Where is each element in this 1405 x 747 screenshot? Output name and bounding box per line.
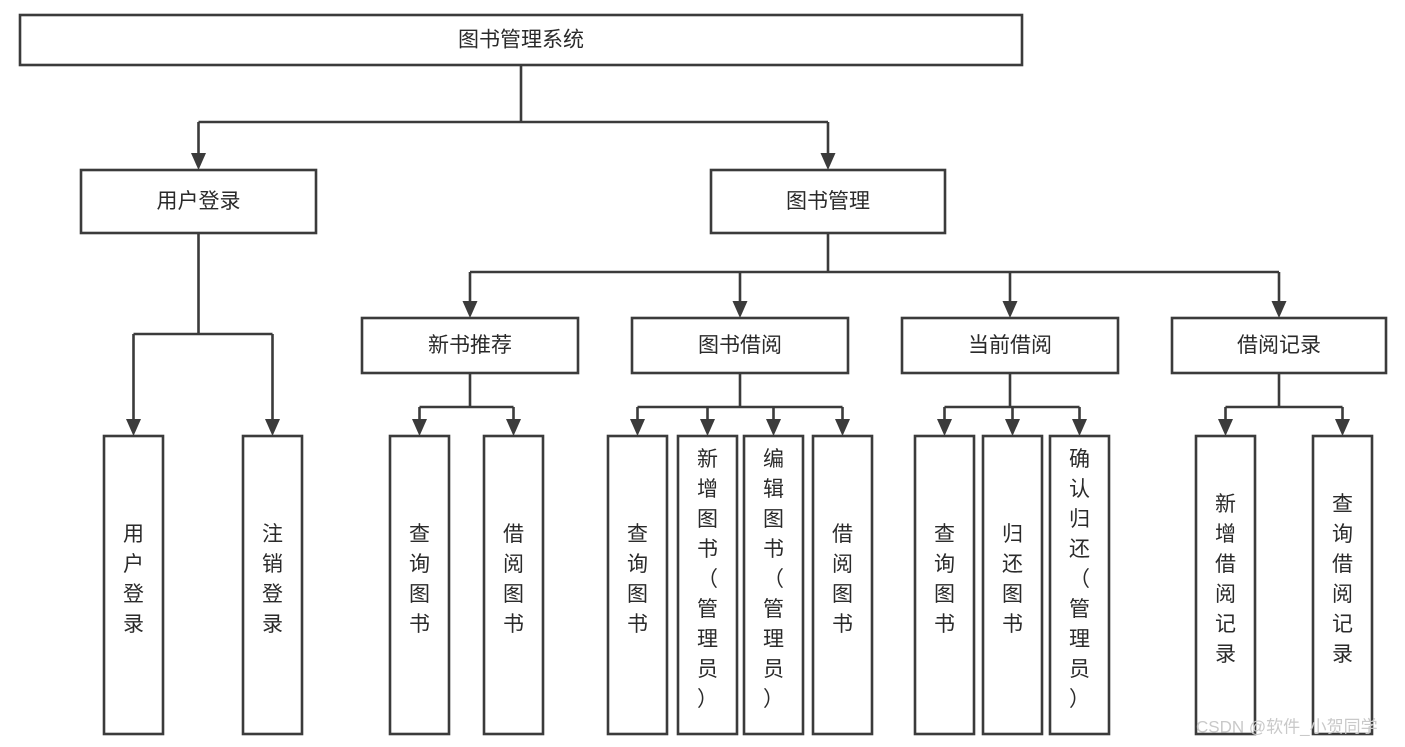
node-book-borrow[interactable]: 图书借阅 [630, 316, 850, 375]
node-box-new-book-recommend[interactable] [360, 316, 580, 375]
node-records-query[interactable]: 查询借阅记录 [1311, 434, 1374, 736]
node-box-book-management[interactable] [709, 168, 947, 235]
connector-arrowhead [1271, 301, 1287, 318]
node-borrow-edit-book[interactable]: 编辑图书（管理员） [742, 434, 805, 736]
node-label-user-login-do: 用户登录 [123, 523, 144, 636]
node-label-new-book-recommend: 新书推荐 [428, 334, 512, 357]
node-box-borrow-records[interactable] [1170, 316, 1388, 375]
node-recommend-query-book[interactable]: 查询图书 [388, 434, 451, 736]
node-recommend-borrow-book[interactable]: 借阅图书 [482, 434, 545, 736]
connectors-layer [126, 65, 1350, 436]
node-box-borrow-add-book[interactable] [676, 434, 739, 736]
node-label-borrow-records: 借阅记录 [1237, 334, 1321, 357]
csdn-watermark: CSDN @软件_小贺同学 [1196, 717, 1378, 736]
connector-arrowhead [820, 153, 836, 170]
node-root[interactable]: 图书管理系统 [18, 13, 1024, 67]
connector-arrowhead [1002, 301, 1018, 318]
node-label-recommend-query-book: 查询图书 [409, 523, 430, 636]
connector-arrowhead [835, 419, 850, 436]
node-label-root: 图书管理系统 [458, 29, 584, 52]
node-records-add[interactable]: 新增借阅记录 [1194, 434, 1257, 736]
node-user-login[interactable]: 用户登录 [79, 168, 318, 235]
node-box-records-query[interactable] [1311, 434, 1374, 736]
node-label-user-logout: 注销登录 [262, 523, 283, 636]
node-new-book-recommend[interactable]: 新书推荐 [360, 316, 580, 375]
node-label-book-borrow: 图书借阅 [698, 334, 782, 357]
node-current-borrow[interactable]: 当前借阅 [900, 316, 1120, 375]
connector-arrowhead [126, 419, 141, 436]
connector-arrowhead [462, 301, 478, 318]
node-box-current-query-book[interactable] [913, 434, 976, 736]
connector-arrowhead [766, 419, 781, 436]
node-box-current-return-book[interactable] [981, 434, 1044, 736]
connector-arrowhead [732, 301, 748, 318]
node-current-return-book[interactable]: 归还图书 [981, 434, 1044, 736]
node-box-borrow-query-book[interactable] [606, 434, 669, 736]
connector-arrowhead [265, 419, 280, 436]
node-box-user-login[interactable] [79, 168, 318, 235]
node-label-current-query-book: 查询图书 [934, 523, 955, 636]
node-label-book-management: 图书管理 [786, 190, 870, 213]
node-box-borrow-edit-book[interactable] [742, 434, 805, 736]
node-label-records-add: 新增借阅记录 [1215, 493, 1236, 666]
node-box-user-logout[interactable] [241, 434, 304, 736]
connector-arrowhead [630, 419, 645, 436]
connector-arrowhead [1218, 419, 1233, 436]
node-user-login-do[interactable]: 用户登录 [102, 434, 165, 736]
node-label-borrow-add-book: 新增图书（管理员） [697, 448, 718, 711]
connector-arrowhead [1005, 419, 1020, 436]
node-current-query-book[interactable]: 查询图书 [913, 434, 976, 736]
node-label-current-confirm-return: 确认归还（管理员） [1069, 448, 1090, 711]
connector-arrowhead [700, 419, 715, 436]
node-box-recommend-query-book[interactable] [388, 434, 451, 736]
node-box-current-borrow[interactable] [900, 316, 1120, 375]
node-label-borrow-edit-book: 编辑图书（管理员） [763, 448, 784, 711]
node-borrow-records[interactable]: 借阅记录 [1170, 316, 1388, 375]
node-box-records-add[interactable] [1194, 434, 1257, 736]
connector-arrowhead [1072, 419, 1087, 436]
connector-arrowhead [506, 419, 521, 436]
node-label-records-query: 查询借阅记录 [1332, 493, 1353, 666]
node-label-current-return-book: 归还图书 [1002, 523, 1023, 636]
node-box-recommend-borrow-book[interactable] [482, 434, 545, 736]
connector-arrowhead [412, 419, 427, 436]
node-label-borrow-query-book: 查询图书 [627, 523, 648, 636]
node-box-root[interactable] [18, 13, 1024, 67]
nodes-layer: 图书管理系统用户登录用户登录注销登录图书管理新书推荐查询图书借阅图书图书借阅查询… [18, 13, 1388, 736]
connector-arrowhead [1335, 419, 1350, 436]
node-box-user-login-do[interactable] [102, 434, 165, 736]
node-label-recommend-borrow-book: 借阅图书 [503, 523, 524, 636]
node-label-user-login: 用户登录 [157, 190, 241, 213]
node-box-book-borrow[interactable] [630, 316, 850, 375]
node-box-current-confirm-return[interactable] [1048, 434, 1111, 736]
node-box-borrow-borrow-book[interactable] [811, 434, 874, 736]
node-book-management[interactable]: 图书管理 [709, 168, 947, 235]
node-borrow-query-book[interactable]: 查询图书 [606, 434, 669, 736]
node-borrow-borrow-book[interactable]: 借阅图书 [811, 434, 874, 736]
connector-arrowhead [191, 153, 206, 170]
node-label-current-borrow: 当前借阅 [968, 334, 1052, 357]
node-label-borrow-borrow-book: 借阅图书 [832, 523, 853, 636]
connector-arrowhead [937, 419, 952, 436]
node-user-logout[interactable]: 注销登录 [241, 434, 304, 736]
node-current-confirm-return[interactable]: 确认归还（管理员） [1048, 434, 1111, 736]
node-borrow-add-book[interactable]: 新增图书（管理员） [676, 434, 739, 736]
